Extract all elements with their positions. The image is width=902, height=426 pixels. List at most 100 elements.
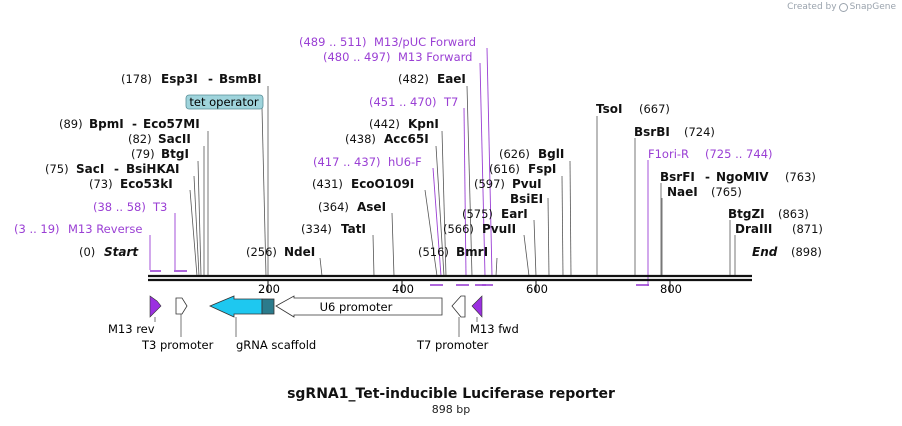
btgzi-name[interactable]: BtgZI	[728, 207, 765, 221]
tet-operator-label: tet operator	[189, 95, 258, 109]
primer-hu6f-range: (417 .. 437)	[313, 155, 381, 169]
asei-name[interactable]: AseI	[357, 200, 386, 214]
bpmi-name[interactable]: BpmI	[89, 117, 124, 131]
esp3i-name[interactable]: Esp3I	[161, 72, 198, 86]
snapgene-credit: Created by SnapGene	[787, 2, 896, 12]
btgi-name[interactable]: BtgI	[161, 147, 189, 161]
saci-num: (75)	[45, 162, 69, 176]
eari-num: (575)	[462, 207, 493, 221]
primer-m13rev-range: (3 .. 19)	[14, 222, 60, 236]
bmri-name[interactable]: BmrI	[456, 245, 488, 259]
feature-pointer-lines	[154, 314, 478, 337]
tet-operator-box[interactable]	[185, 94, 264, 110]
primer-f1ori-range: (725 .. 744)	[705, 147, 773, 161]
eaei-name[interactable]: EaeI	[437, 72, 466, 86]
grna-scaffold-tail	[261, 298, 275, 315]
eari-name[interactable]: EarI	[501, 207, 528, 221]
m13-rev-feature[interactable]	[149, 295, 162, 318]
ndei-num: (256)	[246, 245, 277, 259]
acc65i-name[interactable]: Acc65I	[384, 132, 429, 146]
snapgene-logo-icon	[838, 2, 848, 12]
fspi-num: (616)	[489, 162, 520, 176]
primer-t3-name[interactable]: T3	[152, 200, 167, 214]
ngomiv-name[interactable]: NgoMIV	[716, 170, 769, 184]
bsrbi-name[interactable]: BsrBI	[634, 125, 670, 139]
bmri-num: (516)	[418, 245, 449, 259]
start-num: (0)	[79, 245, 95, 259]
brand-text: SnapGene	[849, 2, 896, 12]
naei-num: (765)	[711, 185, 742, 199]
primer-t7-name[interactable]: T7	[443, 95, 458, 109]
pvui-name[interactable]: PvuI	[512, 177, 542, 191]
primer-t3-range: (38 .. 58)	[93, 200, 146, 214]
primer-ticks	[150, 270, 649, 286]
tsoi-name[interactable]: TsoI	[596, 102, 622, 116]
scale-label-600: 600	[526, 282, 548, 296]
sacii-name[interactable]: SacII	[158, 132, 191, 146]
btgzi-num: (863)	[778, 207, 809, 221]
site-connector-lines	[189, 85, 736, 277]
eco57mi-name[interactable]: Eco57MI	[143, 117, 200, 131]
saci-name[interactable]: SacI	[76, 162, 104, 176]
end-name: End	[752, 245, 778, 259]
m13-fwd-label: M13 fwd	[470, 322, 519, 336]
kpni-name[interactable]: KpnI	[408, 117, 439, 131]
eco53ki-num: (73)	[89, 177, 113, 191]
t7-promoter-label: T7 promoter	[416, 338, 489, 352]
pvui-num: (597)	[474, 177, 505, 191]
bsmbi-name[interactable]: BsmBI	[219, 72, 261, 86]
bsrfi-name[interactable]: BsrFI	[660, 170, 695, 184]
primer-m13rev-name[interactable]: M13 Reverse	[68, 222, 142, 236]
primer-connector-lines	[149, 47, 649, 286]
map-title: sgRNA1_Tet-inducible Luciferase reporter	[287, 386, 615, 402]
btgi-num: (79)	[131, 147, 155, 161]
t3-promoter-feature[interactable]	[175, 297, 188, 315]
scale-label-200: 200	[258, 282, 280, 296]
t3-promoter-label: T3 promoter	[141, 338, 214, 352]
primer-hu6f-name[interactable]: hU6-F	[388, 155, 422, 169]
u6-promoter-label: U6 promoter	[320, 300, 393, 314]
pvuii-name[interactable]: PvuII	[482, 222, 516, 236]
start-name: Start	[104, 245, 139, 259]
bsihkai-name[interactable]: BsiHKAI	[126, 162, 180, 176]
grna-scaffold-label: gRNA scaffold	[236, 338, 316, 352]
bsiei-name[interactable]: BsiEI	[510, 192, 543, 206]
draiii-num: (871)	[792, 222, 823, 236]
grna-scaffold-feature[interactable]	[209, 295, 263, 318]
fspi-name[interactable]: FspI	[528, 162, 556, 176]
t7-promoter-feature[interactable]	[451, 295, 466, 318]
primer-m13puc-name[interactable]: M13/pUC Forward	[374, 35, 476, 49]
u6-promoter-feature[interactable]	[275, 295, 443, 318]
m13-fwd-feature[interactable]	[471, 295, 483, 318]
acc65i-num: (438)	[345, 132, 376, 146]
esp3i-dash: -	[208, 72, 213, 86]
ecoo109i-num: (431)	[312, 177, 343, 191]
pvuii-num: (566)	[443, 222, 474, 236]
bsrfi-dash: -	[705, 170, 710, 184]
saci-dash: -	[114, 162, 119, 176]
bpmi-num: (89)	[59, 117, 83, 131]
scale-label-400: 400	[392, 282, 414, 296]
scale-ticks	[267, 281, 671, 292]
sacii-num: (82)	[128, 132, 152, 146]
esp3i-num: (178)	[121, 72, 152, 86]
primer-labels: (489 .. 511) M13/pUC Forward (480 .. 497…	[14, 35, 773, 236]
ecoo109i-name[interactable]: EcoO109I	[351, 177, 414, 191]
m13-rev-label: M13 rev	[108, 322, 155, 336]
bgli-num: (626)	[499, 147, 530, 161]
bgli-name[interactable]: BglI	[538, 147, 564, 161]
eco53ki-name[interactable]: Eco53kI	[120, 177, 173, 191]
tati-name[interactable]: TatI	[341, 222, 366, 236]
sequence-length: 898 bp	[431, 403, 471, 416]
primer-m13fwd-name[interactable]: M13 Forward	[398, 50, 472, 64]
bsrbi-num: (724)	[684, 125, 715, 139]
bsrfi-num: (763)	[785, 170, 816, 184]
primer-m13puc-range: (489 .. 511)	[299, 35, 367, 49]
ndei-name[interactable]: NdeI	[284, 245, 315, 259]
primer-f1ori-name[interactable]: F1ori-R	[648, 147, 689, 161]
naei-name[interactable]: NaeI	[667, 185, 698, 199]
eaei-num: (482)	[398, 72, 429, 86]
asei-num: (364)	[318, 200, 349, 214]
draiii-name[interactable]: DraIII	[735, 222, 772, 236]
